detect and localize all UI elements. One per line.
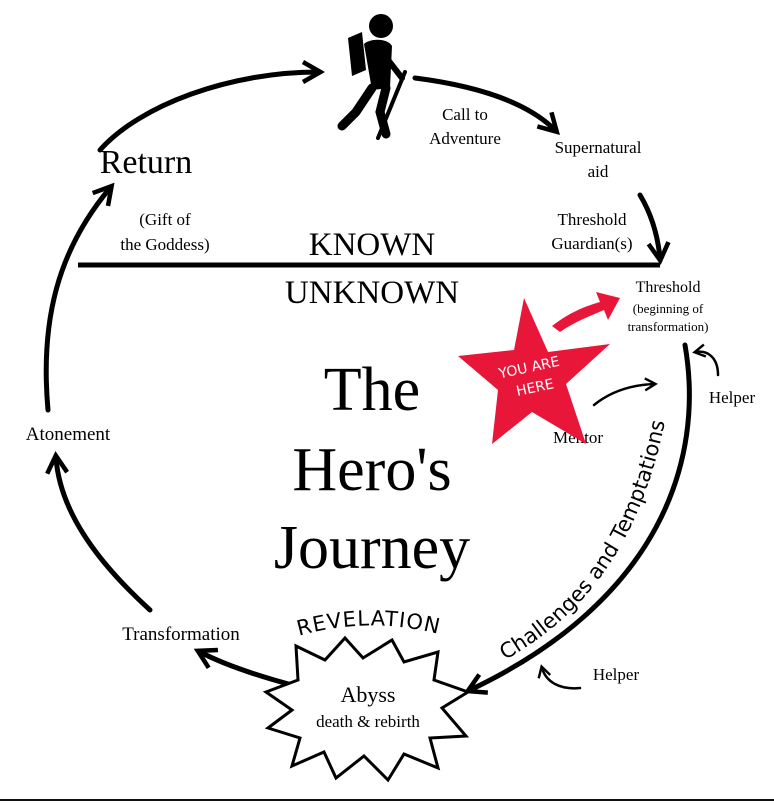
- call-label-line-1: Call to: [442, 105, 488, 124]
- helper-bottom-arrow: [537, 664, 582, 690]
- unknown-label: UNKNOWN: [285, 275, 459, 311]
- title-line-2: Hero's: [292, 436, 451, 504]
- arc-challenges: [463, 342, 692, 695]
- threshold-label: Threshold: [636, 279, 701, 296]
- arc-aid-to-threshold: [637, 192, 671, 265]
- atonement-label: Atonement: [26, 424, 111, 445]
- arc-abyss-to-transformation: [193, 647, 295, 688]
- arc-return-to-top: [97, 60, 326, 153]
- gift-label-line-1: (Gift of: [139, 210, 191, 229]
- abyss-burst: [262, 635, 472, 783]
- supernatural-aid-line-2: aid: [588, 162, 609, 181]
- call-label-line-2: Adventure: [429, 129, 501, 148]
- supernatural-aid-line-1: Supernatural: [555, 138, 642, 157]
- threshold-guardians-line-2: Guardian(s): [551, 234, 632, 253]
- transformation-label: Transformation: [122, 624, 240, 645]
- helper-bottom-label: Helper: [593, 665, 640, 684]
- marker-arrow: [552, 292, 620, 332]
- helper-top-arrow: [692, 343, 720, 377]
- known-label: KNOWN: [309, 227, 436, 263]
- gift-label-line-2: the Goddess): [120, 235, 209, 254]
- star-marker: [458, 298, 610, 444]
- abyss-label: Abyss: [340, 682, 395, 707]
- challenges-label: Challenges and Temptations: [495, 418, 669, 665]
- title-line-3: Journey: [274, 514, 470, 582]
- helper-top-label: Helper: [709, 388, 756, 407]
- arc-atonement-to-return: [43, 182, 115, 413]
- abyss-note: death & rebirth: [316, 712, 420, 731]
- hiker-icon: [337, 14, 407, 140]
- bottom-rule: [0, 799, 774, 801]
- threshold-note-line-2: transformation): [628, 319, 709, 334]
- arc-call-to-aid: [412, 75, 560, 135]
- return-label: Return: [100, 144, 193, 181]
- arc-transformation-to-atonement: [45, 450, 153, 613]
- revelation-label: REVELATION: [294, 606, 443, 640]
- mentor-arrow: [592, 377, 658, 407]
- title-line-1: The: [324, 356, 420, 424]
- marker-text-line-2: HERE: [515, 376, 555, 400]
- threshold-guardians-line-1: Threshold: [558, 210, 627, 229]
- threshold-note-line-1: (beginning of: [633, 301, 704, 316]
